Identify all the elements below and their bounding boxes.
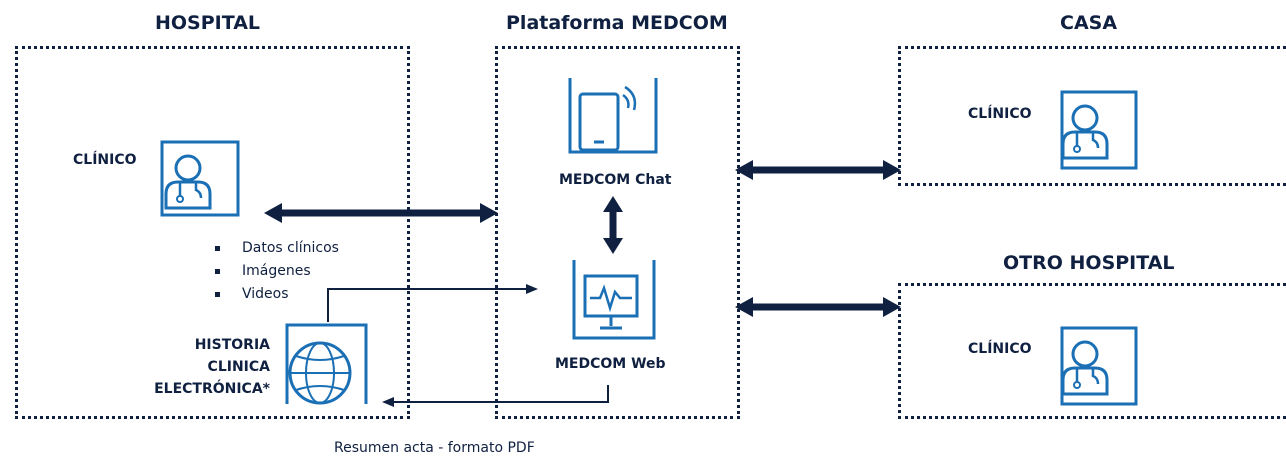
hospital-platform-arrow xyxy=(264,203,498,223)
casa-clinico-label: CLÍNICO xyxy=(968,106,1032,122)
bullet-marker xyxy=(215,292,220,297)
his-label-line-3: ELECTRÓNICA* xyxy=(154,381,270,397)
phone-icon xyxy=(568,78,658,154)
otro-hospital-header: OTRO HOSPITAL xyxy=(1003,252,1175,274)
his-to-web-arrow xyxy=(327,284,538,322)
pdf-summary-note: Resumen acta - formato PDF xyxy=(334,440,535,456)
platform-box xyxy=(495,46,740,419)
otro-hospital-clinico-icon xyxy=(1060,326,1138,406)
hospital-clinico-icon xyxy=(160,140,240,217)
his-label-line-2: CLINICA xyxy=(207,359,270,375)
chat-web-arrow xyxy=(603,196,623,254)
his-label-line-1: HISTORIA xyxy=(194,337,270,353)
bullet-datos-clinicos: Datos clínicos xyxy=(242,240,339,256)
platform-header: Plataforma MEDCOM xyxy=(506,12,728,34)
casa-clinico-icon xyxy=(1060,90,1138,170)
bullet-marker xyxy=(215,269,220,274)
casa-box xyxy=(898,46,1286,186)
globe-icon xyxy=(285,323,368,405)
bullet-videos: Videos xyxy=(242,286,289,302)
platform-casa-arrow xyxy=(735,160,901,180)
web-to-his-arrow xyxy=(382,385,609,407)
hospital-clinico-label: CLÍNICO xyxy=(73,152,137,168)
medcom-web-label: MEDCOM Web xyxy=(555,356,666,372)
casa-header: CASA xyxy=(1060,12,1118,34)
hospital-box xyxy=(15,46,410,419)
medcom-chat-label: MEDCOM Chat xyxy=(559,172,672,188)
otro-hospital-clinico-label: CLÍNICO xyxy=(968,341,1032,357)
bullet-imagenes: Imágenes xyxy=(242,263,311,279)
platform-otro-hospital-arrow xyxy=(735,297,901,317)
hospital-header: HOSPITAL xyxy=(155,12,261,34)
bullet-marker xyxy=(215,246,220,251)
otro-hospital-box xyxy=(898,283,1286,419)
monitor-icon xyxy=(572,260,656,340)
